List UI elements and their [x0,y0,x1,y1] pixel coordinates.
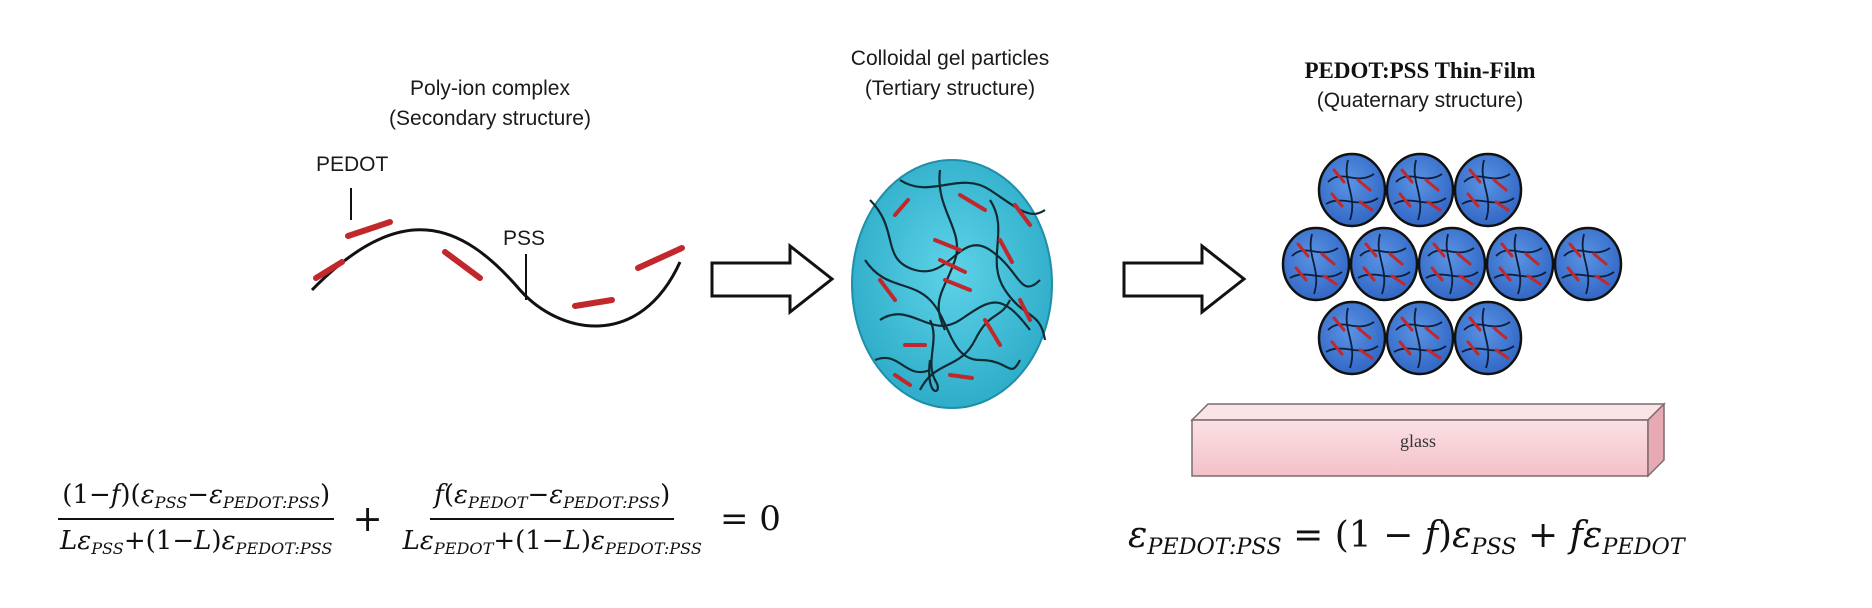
eq-part: ( [443,480,455,510]
thin-film-spheres [1281,152,1623,376]
film-sphere [1349,226,1419,302]
film-sphere [1485,226,1555,302]
film-sphere [1417,226,1487,302]
stage2-title-line1: Colloidal gel particles [850,47,1050,70]
eq-equals-zero: = 0 [719,499,781,540]
eq-part: (1− [145,526,195,557]
stage2-title: Colloidal gel particles (Tertiary struct… [820,44,1080,104]
linear-mixing-equation: εPEDOT:PSS = (1 − f)εPSS + fεPEDOT [1128,515,1685,560]
fraction-right-denominator: LεPEDOT+(1−L)εPEDOT:PSS [399,520,706,558]
eq-part: + [493,526,516,557]
eq-part: L [60,526,78,557]
eq-part: PEDOT:PSS [604,539,702,559]
stage1-title: Poly-ion complex (Secondary structure) [360,74,620,134]
fraction-right-numerator: f(εPEDOT−εPEDOT:PSS) [430,480,675,521]
eq-part: + [123,526,146,557]
eq-part: PEDOT:PSS [235,539,333,559]
eq-part: PEDOT:PSS [1147,534,1282,561]
pss-chain [310,228,682,328]
eq-part: (1 − [1334,515,1425,556]
fraction-left-denominator: LεPSS+(1−L)εPEDOT:PSS [56,520,336,558]
stage1-title-line2: (Secondary structure) [389,107,591,130]
film-sphere [1453,152,1523,228]
eq-part: + [1516,515,1570,556]
fraction-left-numerator: (1−f)(εPSS−εPEDOT:PSS) [58,480,335,521]
effective-medium-equation: (1−f)(εPSS−εPEDOT:PSS) LεPSS+(1−L)εPEDOT… [56,480,781,558]
eq-part: ε [77,526,92,557]
eq-part: = [1293,515,1324,556]
eq-part: PSS [154,493,188,513]
film-sphere [1385,300,1455,376]
eq-part: L [402,526,420,557]
stage1-title-line1: Poly-ion complex [410,77,570,100]
fraction-left: (1−f)(εPSS−εPEDOT:PSS) LεPSS+(1−L)εPEDOT… [56,480,336,558]
film-sphere [1553,226,1623,302]
pedot-label: PEDOT [316,153,389,176]
eq-part: )( [120,480,141,510]
eq-part: ε [419,526,434,557]
eq-part: (1− [515,526,564,557]
eq-part: − [187,480,210,510]
eq-part: ε [454,480,468,510]
eq-part: PEDOT [467,493,528,513]
eq-part: PSS [1471,534,1517,561]
film-sphere [1317,152,1387,228]
arrow-right-icon [710,242,835,316]
stage3-title: PEDOT:PSS Thin-Film (Quaternary structur… [1270,56,1570,116]
eq-part: f [1569,515,1583,556]
eq-part: L [563,526,581,557]
eq-part: ) [211,526,222,557]
eq-part: PSS [91,539,124,559]
eq-part: ) [1438,515,1453,556]
eq-part: ε [221,526,236,557]
glass-label: glass [1400,431,1436,451]
film-sphere [1281,226,1351,302]
eq-plus: + [352,498,383,540]
stage2-title-line2: (Tertiary structure) [864,77,1036,100]
pss-label: PSS [503,227,546,250]
eq-part: ε [1452,515,1472,556]
eq-part: ε [549,480,564,510]
eq-part: ε [140,480,155,510]
gel-network [864,169,1047,393]
eq-part: ) [580,526,592,557]
glass-substrate [1190,402,1666,478]
arrow-right-icon-2 [1122,242,1247,316]
eq-part: ) [320,480,331,510]
eq-part: f [1424,515,1439,556]
eq-part: f [110,480,121,510]
eq-part: (1− [62,480,111,510]
film-sphere [1317,300,1387,376]
eq-part: PEDOT [433,539,494,559]
eq-part: PEDOT [1602,534,1685,561]
film-sphere [1385,152,1455,228]
eq-part: PEDOT:PSS [223,493,320,513]
eq-part: − [527,480,550,510]
eq-part: L [194,526,212,557]
eq-part: ε [591,526,605,557]
gel-pedot-segments [878,193,1032,387]
eq-part: ) [660,480,671,510]
eq-part: f [434,480,444,510]
pedot-segments [313,219,685,309]
eq-part: PEDOT:PSS [563,493,661,513]
fraction-right: f(εPEDOT−εPEDOT:PSS) LεPEDOT+(1−L)εPEDOT… [399,480,706,558]
stage3-title-line2: (Quaternary structure) [1316,89,1524,112]
eq-part: ε [1128,515,1148,556]
eq-part: ε [209,480,224,510]
film-sphere [1453,300,1523,376]
stage3-title-line1: PEDOT:PSS Thin-Film [1304,58,1536,83]
eq-part: ε [1582,515,1603,556]
